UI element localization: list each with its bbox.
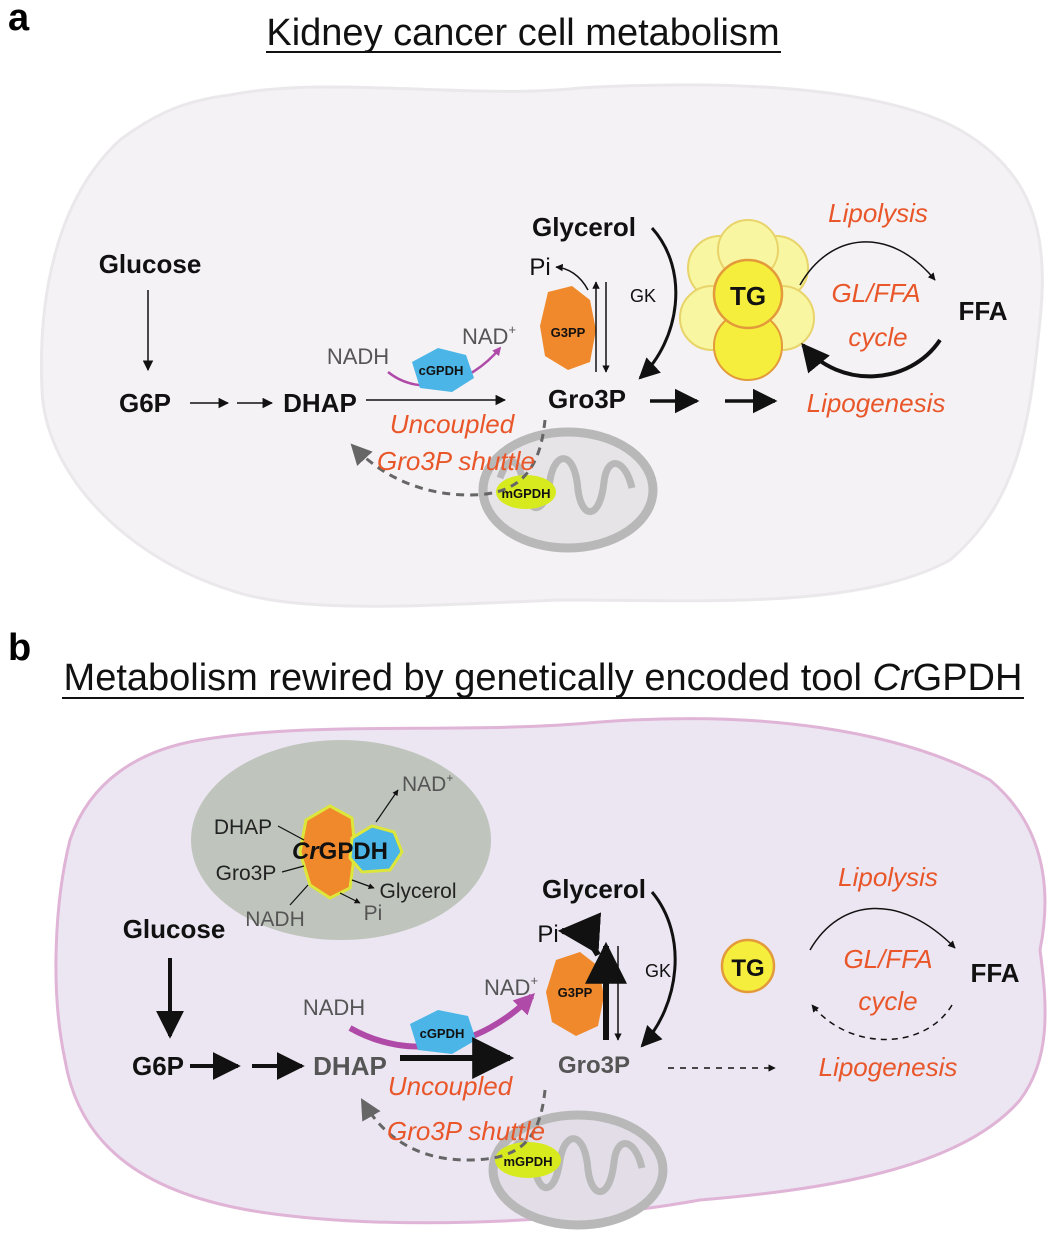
- panel-b-inset-enzyme: CrGPDH: [292, 838, 388, 865]
- panel-b-glycerol: Glycerol: [542, 874, 646, 904]
- panel-b-shuttle: Gro3P shuttle: [387, 1116, 545, 1146]
- panel-a-cgpdh-blob: [412, 348, 474, 392]
- panel-a-arrow-gk: [638, 226, 678, 380]
- panel-b-g6p: G6P: [132, 1051, 184, 1081]
- panel-a-mgpdh-label: mGPDH: [501, 486, 550, 501]
- panel-b-inset-glycerol-arrow: [351, 879, 375, 889]
- panel-a-glucose: Glucose: [99, 249, 202, 279]
- panel-b-inset-nadh: NADH: [245, 908, 305, 931]
- panel-b-lipogenesis: Lipogenesis: [819, 1052, 958, 1082]
- panel-a-cell: [40, 83, 1044, 608]
- panel-a-dhap: DHAP: [283, 388, 357, 418]
- panel-b-inset-gro3p-line: [281, 865, 305, 873]
- panel-a-tg: TG: [730, 281, 766, 311]
- panel-b-inset-glycerol: Glycerol: [379, 880, 456, 903]
- panel-b-arrow-gk: [640, 891, 677, 1048]
- panel-a-ffa: FFA: [958, 296, 1007, 326]
- panel-b-inset-pi-arrow: [339, 892, 361, 904]
- panel-b: b Metabolism rewired by genetically enco…: [8, 627, 1047, 1230]
- panel-b-inset-nad-arrow: [375, 789, 399, 823]
- panel-a-mitochondrion: [478, 427, 658, 553]
- panel-b-inset-dhap: DHAP: [214, 816, 272, 839]
- panel-b-nadh: NADH: [303, 995, 365, 1020]
- panel-a-arrow-lipolysis: [799, 241, 936, 286]
- panel-a-pi: Pi: [529, 254, 550, 281]
- panel-a-g3pp-blob: [540, 286, 596, 370]
- panel-a-arrow-pi: [555, 263, 589, 291]
- panel-a-gk: GK: [630, 286, 656, 306]
- panel-b-ffa: FFA: [970, 958, 1019, 988]
- panel-b-title: Metabolism rewired by genetically encode…: [64, 657, 1023, 699]
- panel-a-tg-cluster: [679, 219, 815, 381]
- panel-b-cgpdh-label: cGPDH: [420, 1026, 465, 1041]
- panel-b-inset-dhap-line: [277, 825, 305, 841]
- panel-a-shuttle: Gro3P shuttle: [377, 446, 535, 476]
- panel-a-lipolysis: Lipolysis: [828, 198, 928, 228]
- panel-a-nadh: NADH: [327, 344, 389, 369]
- panel-b-arrow-lipogenesis: [811, 1004, 953, 1041]
- panel-b-gro3p: Gro3P: [558, 1052, 630, 1079]
- panel-b-mgpdh-label: mGPDH: [503, 1154, 552, 1169]
- panel-a-uncoupled: Uncoupled: [390, 409, 516, 439]
- panel-b-inset-blue-blob: [348, 824, 404, 874]
- panel-b-shuttle-arrow: [360, 1089, 547, 1162]
- panel-a-shuttle-arrow: [350, 419, 547, 497]
- panel-b-inset-nadh-line: [289, 884, 309, 906]
- panel-b-cgpdh-blob: [410, 1010, 476, 1054]
- panel-b-inset-pi: Pi: [364, 902, 383, 925]
- panel-b-pi: Pi: [537, 921, 558, 948]
- panel-b-tg: TG: [731, 955, 764, 982]
- panel-a-cycle-2: cycle: [848, 322, 907, 352]
- panel-b-uncoupled: Uncoupled: [388, 1071, 514, 1101]
- panel-a-lipogenesis: Lipogenesis: [807, 388, 946, 418]
- panel-b-glucose: Glucose: [123, 914, 226, 944]
- panel-a-gro3p: Gro3P: [548, 384, 626, 414]
- panel-a-glycerol: Glycerol: [532, 212, 636, 242]
- panel-b-tg-circle: [720, 938, 776, 994]
- panel-b-cycle-1: GL/FFA: [843, 944, 932, 974]
- panel-a-g6p: G6P: [119, 388, 171, 418]
- panel-a-title: Kidney cancer cell metabolism: [266, 12, 779, 54]
- panel-a-g3pp-label: G3PP: [551, 325, 586, 340]
- panel-b-inset-orange-blob: [298, 804, 357, 900]
- panel-b-letter: b: [8, 627, 31, 669]
- panel-a-nad: NAD+: [462, 322, 516, 349]
- panel-b-inset-nad: NAD+: [402, 771, 453, 796]
- panel-b-lipolysis: Lipolysis: [838, 862, 938, 892]
- panel-b-dhap: DHAP: [313, 1051, 387, 1081]
- panel-a-cycle-1: GL/FFA: [831, 278, 920, 308]
- panel-b-arrow-lipolysis: [809, 907, 956, 951]
- panel-b-gk: GK: [645, 961, 671, 981]
- panel-a-letter: a: [8, 0, 30, 39]
- panel-b-inset-gro3p: Gro3P: [216, 862, 277, 885]
- panel-a-arrow-lipogenesis: [801, 338, 942, 379]
- panel-a-mgpdh-blob: [496, 475, 556, 509]
- panel-a-cgpdh-label: cGPDH: [419, 363, 464, 378]
- panel-b-g3pp-label: G3PP: [558, 985, 593, 1000]
- panel-b-cycle-2: cycle: [858, 986, 917, 1016]
- panel-a: a Kidney cancer cell metabolism mGPDH Gl…: [8, 0, 1044, 608]
